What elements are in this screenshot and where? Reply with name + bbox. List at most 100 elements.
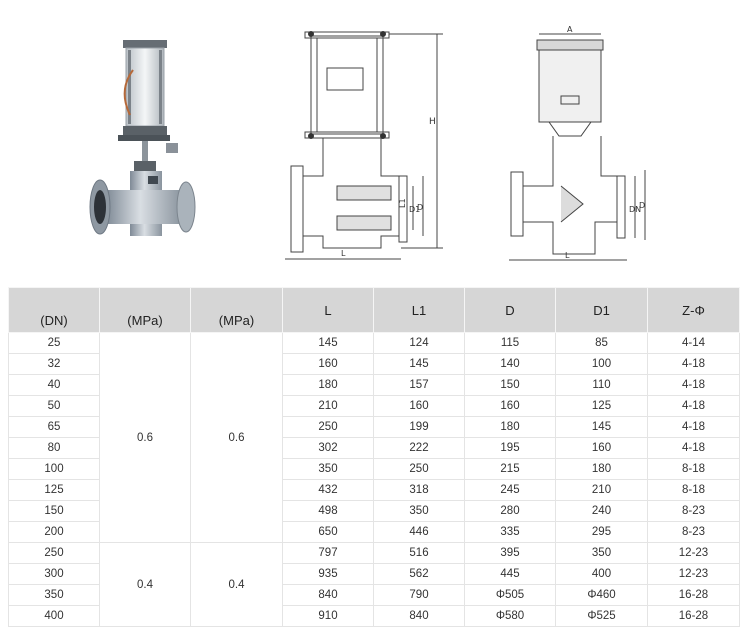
cell-z-phi: 8-23 (647, 521, 740, 543)
dimension-l: L (341, 249, 346, 258)
table-header-row: (DN) (MPa) (MPa) L L1 D D1 Z-Φ (8, 287, 740, 333)
cell-z-phi: 8-23 (647, 500, 740, 522)
cell-pressure-2: 0.4 (190, 542, 283, 627)
cell-z-phi: 4-14 (647, 332, 740, 354)
cell-l: 797 (282, 542, 374, 564)
cell-l1: 562 (373, 563, 465, 585)
cell-dn: 400 (8, 605, 100, 627)
cell-l1: 790 (373, 584, 465, 606)
cell-l: 432 (282, 479, 374, 501)
cell-d: 215 (464, 458, 556, 480)
cell-l1: 516 (373, 542, 465, 564)
cell-l1: 250 (373, 458, 465, 480)
cell-l: 180 (282, 374, 374, 396)
cell-d: 180 (464, 416, 556, 438)
cell-l: 145 (282, 332, 374, 354)
dimension-dn: DN (629, 205, 641, 214)
cell-l: 935 (282, 563, 374, 585)
cell-z-phi: 16-28 (647, 584, 740, 606)
valve-front-drawing: H L1 D1 D L (285, 31, 443, 260)
cell-l: 210 (282, 395, 374, 417)
header-l: L (282, 287, 374, 333)
cell-d: 445 (464, 563, 556, 585)
cell-l: 302 (282, 437, 374, 459)
cell-dn: 125 (8, 479, 100, 501)
dimension-d: D (417, 203, 423, 212)
cell-d: Φ505 (464, 584, 556, 606)
cell-l: 498 (282, 500, 374, 522)
cell-dn: 200 (8, 521, 100, 543)
cell-dn: 40 (8, 374, 100, 396)
cell-dn: 250 (8, 542, 100, 564)
cell-d: 195 (464, 437, 556, 459)
header-z-phi: Z-Φ (647, 287, 740, 333)
cell-d: 395 (464, 542, 556, 564)
cell-pressure-1: 0.4 (99, 542, 191, 627)
cell-d: 115 (464, 332, 556, 354)
header-pressure-1: (MPa) (99, 287, 191, 333)
dimension-l: L (565, 251, 570, 260)
cell-pressure-1: 0.6 (99, 332, 191, 543)
dimension-d1: D1 (409, 205, 420, 214)
cell-l1: 318 (373, 479, 465, 501)
cell-d1: 145 (555, 416, 648, 438)
cell-dn: 50 (8, 395, 100, 417)
cell-l: 250 (282, 416, 374, 438)
cell-l1: 222 (373, 437, 465, 459)
cell-l1: 145 (373, 353, 465, 375)
cell-l1: 160 (373, 395, 465, 417)
cell-d: 150 (464, 374, 556, 396)
cell-d1: 110 (555, 374, 648, 396)
cell-dn: 65 (8, 416, 100, 438)
cell-l1: 124 (373, 332, 465, 354)
dimension-d: D (639, 201, 645, 210)
dimension-a: A (567, 26, 573, 34)
cell-dn: 300 (8, 563, 100, 585)
cell-d1: 350 (555, 542, 648, 564)
dimension-l1: L1 (398, 198, 407, 208)
cell-d: 245 (464, 479, 556, 501)
cell-z-phi: 8-18 (647, 458, 740, 480)
cell-d: 160 (464, 395, 556, 417)
cell-z-phi: 4-18 (647, 353, 740, 375)
cell-l: 650 (282, 521, 374, 543)
cell-l: 350 (282, 458, 374, 480)
cell-z-phi: 4-18 (647, 416, 740, 438)
cell-l1: 157 (373, 374, 465, 396)
header-d: D (464, 287, 556, 333)
cell-l1: 350 (373, 500, 465, 522)
cell-z-phi: 4-18 (647, 437, 740, 459)
cell-dn: 32 (8, 353, 100, 375)
cell-d1: Φ460 (555, 584, 648, 606)
cell-l: 160 (282, 353, 374, 375)
cell-dn: 350 (8, 584, 100, 606)
cell-l: 840 (282, 584, 374, 606)
cell-dn: 25 (8, 332, 100, 354)
valve-photo (89, 40, 196, 236)
cell-l: 910 (282, 605, 374, 627)
dimension-h: H (429, 117, 436, 127)
cell-d1: 85 (555, 332, 648, 354)
header-pressure-2: (MPa) (190, 287, 283, 333)
product-figures: H L1 D1 D L A DN D L (0, 0, 750, 285)
cell-d1: Φ525 (555, 605, 648, 627)
cell-d1: 400 (555, 563, 648, 585)
cell-z-phi: 4-18 (647, 374, 740, 396)
cell-dn: 100 (8, 458, 100, 480)
cell-d1: 160 (555, 437, 648, 459)
cell-z-phi: 8-18 (647, 479, 740, 501)
cell-d1: 100 (555, 353, 648, 375)
cell-dn: 150 (8, 500, 100, 522)
cell-z-phi: 12-23 (647, 542, 740, 564)
